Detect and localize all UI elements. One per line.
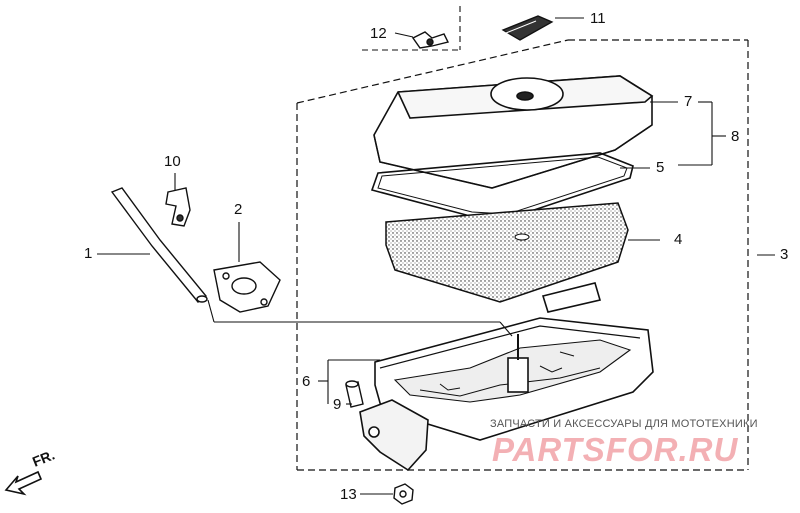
wing-nut [411, 31, 450, 49]
callout-1: 1 [84, 245, 93, 262]
hex-nut [393, 483, 414, 505]
callout-5: 5 [656, 159, 665, 176]
callout-13: 13 [340, 486, 357, 503]
callout-3: 3 [780, 246, 789, 263]
part-12-bracket [362, 6, 461, 51]
cover-clip [501, 15, 554, 41]
callout-4: 4 [674, 231, 683, 248]
callout-7: 7 [684, 93, 693, 110]
callout-8: 8 [731, 128, 740, 145]
watermark-logo: PARTSFOR.RU [492, 431, 739, 468]
front-direction-arrow [4, 470, 43, 496]
air-cleaner-case [359, 282, 654, 472]
air-cleaner-cover [373, 75, 654, 189]
watermark-caption: ЗАПЧАСТИ И АКСЕССУАРЫ ДЛЯ МОТОТЕХНИКИ [490, 418, 758, 430]
foam-element [385, 202, 629, 303]
assembly-bracket [296, 39, 749, 471]
cover-seal [370, 152, 634, 219]
callout-12: 12 [370, 25, 387, 42]
callout-6: 6 [302, 373, 311, 390]
breather-tube [345, 380, 364, 408]
callout-10: 10 [164, 153, 181, 170]
tube-clip [165, 187, 191, 227]
callout-11: 11 [590, 10, 606, 27]
leader-lines [97, 17, 775, 495]
gasket-plate [213, 261, 281, 313]
drain-tube [110, 187, 208, 303]
callout-2: 2 [234, 201, 243, 218]
callout-9: 9 [333, 396, 342, 413]
